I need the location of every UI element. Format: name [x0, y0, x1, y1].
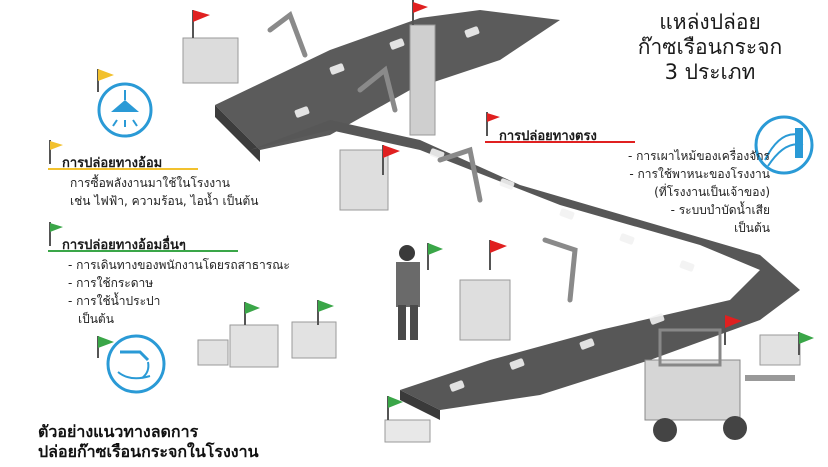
- title-line-1: แหล่งปล่อย: [659, 10, 761, 34]
- main-title: แหล่งปล่อย ก๊าซเรือนกระจก 3 ประเภท: [600, 10, 820, 85]
- forklift: [644, 328, 795, 442]
- title-line-2: ก๊าซเรือนกระจก: [637, 35, 783, 59]
- worker-figure: [396, 245, 420, 340]
- red-flag-icon: [485, 112, 501, 140]
- direct-heading: การปล่อยทางตรง: [499, 129, 597, 144]
- robot-arms: [267, 10, 578, 303]
- exhaust-icon: [754, 115, 814, 175]
- direct-item-1: - การเผาไหม้ของเครื่องจักร: [628, 149, 770, 163]
- direct-body: - การเผาไหม้ของเครื่องจักร - การใช้พาหนะ…: [520, 147, 770, 237]
- direct-item-2: - การใช้พาหนะของโรงงาน: [629, 167, 770, 181]
- direct-item-4: - ระบบบำบัดน้ำเสีย: [670, 203, 770, 217]
- machines: [182, 24, 801, 443]
- direct-item-3: (ที่โรงงานเป็นเจ้าของ): [654, 185, 770, 199]
- direct-tail: เป็นต้น: [734, 221, 770, 235]
- title-line-3: 3 ประเภท: [664, 60, 756, 84]
- indirect-body: การซื้อพลังงานมาใช้ในโรงงาน เช่น ไฟฟ้า, …: [70, 174, 340, 210]
- indirect-heading: การปล่อยทางอ้อม: [62, 156, 163, 171]
- bottom-caption: ตัวอย่างแนวทางลดการ ปล่อยก๊าซเรือนกระจกใ…: [38, 422, 368, 462]
- other-indirect-item-2: - การใช้กระดาษ: [68, 276, 154, 290]
- bottom-line-2: ปล่อยก๊าซเรือนกระจกในโรงงาน: [38, 442, 259, 461]
- indirect-underline: [48, 168, 198, 170]
- water-faucet-icon: [106, 334, 166, 394]
- indirect-line-1: การซื้อพลังงานมาใช้ในโรงงาน: [70, 176, 230, 190]
- yellow-flag-icon: [48, 140, 64, 168]
- direct-underline: [485, 141, 635, 143]
- bottom-line-1: ตัวอย่างแนวทางลดการ: [38, 422, 199, 441]
- other-indirect-tail: เป็นต้น: [78, 312, 114, 326]
- green-flag-icon: [48, 222, 64, 250]
- lamp-icon: [97, 82, 153, 138]
- other-indirect-heading: การปล่อยทางอ้อมอื่นๆ: [62, 238, 186, 253]
- other-indirect-underline: [48, 250, 238, 252]
- machine-flags: [97, 0, 814, 420]
- indirect-line-2: เช่น ไฟฟ้า, ความร้อน, ไอน้ำ เป็นต้น: [70, 194, 259, 208]
- other-indirect-item-1: - การเดินทางของพนักงานโดยรถสาธารณะ: [68, 258, 290, 272]
- other-indirect-item-3: - การใช้น้ำประปา: [68, 294, 161, 308]
- other-indirect-body: - การเดินทางของพนักงานโดยรถสาธารณะ - การ…: [68, 256, 388, 328]
